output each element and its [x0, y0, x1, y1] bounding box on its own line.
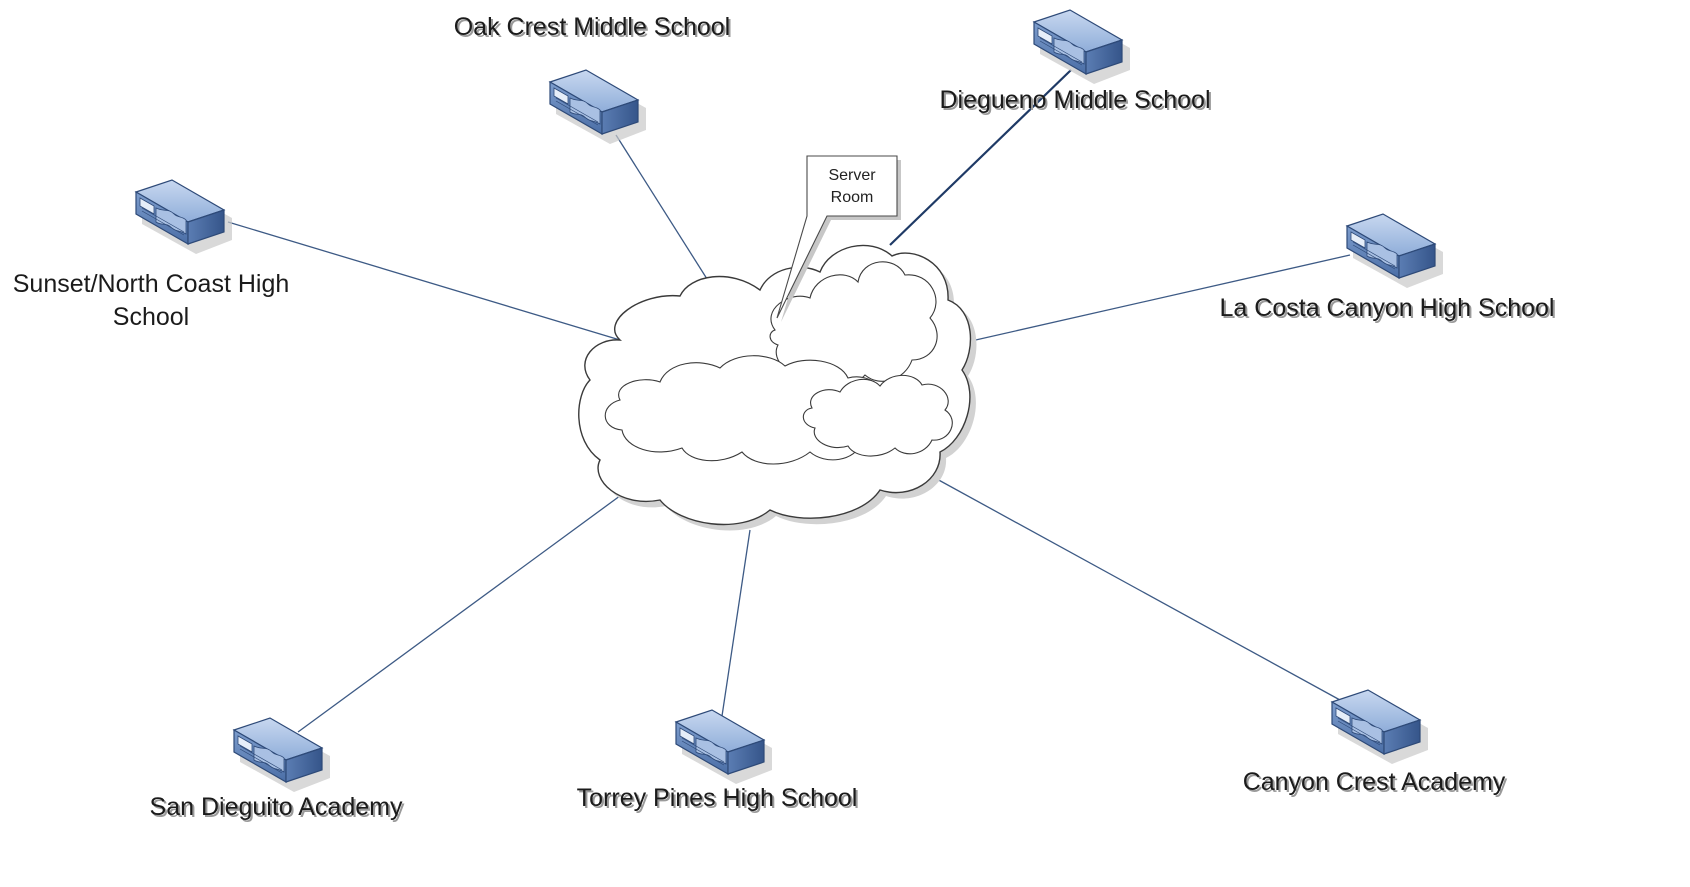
network-device-icon: [233, 717, 331, 793]
link-san-dieguito: [297, 489, 629, 733]
node-label: School: [113, 303, 189, 331]
network-device-icon: [549, 69, 647, 145]
node-label-shadow: Torrey Pines High School: [579, 786, 860, 814]
node-label: Oak Crest Middle School: [454, 13, 731, 41]
node-label: Torrey Pines High School: [577, 784, 858, 812]
cloud-icon: [578, 244, 977, 531]
link-la-costa: [957, 254, 1351, 345]
node-label-shadow: Canyon Crest Academy: [1245, 770, 1508, 798]
node-label: San Dieguito Academy: [150, 793, 403, 821]
node-oak-crest: Oak Crest Middle School Oak Crest Middle…: [454, 13, 733, 145]
link-sunset: [227, 221, 621, 341]
network-device-icon: [1033, 9, 1131, 85]
node-label: Canyon Crest Academy: [1243, 768, 1506, 796]
node-diegueno: Diegueno Middle School Diegueno Middle S…: [939, 9, 1213, 116]
link-torrey: [721, 529, 751, 717]
server-room-callout: Server Room: [776, 155, 901, 322]
node-label-shadow: La Costa Canyon High School: [1222, 296, 1557, 324]
node-label-shadow: San Dieguito Academy: [152, 795, 405, 823]
network-device-icon: [1331, 689, 1429, 765]
callout-line-2: Room: [831, 189, 874, 206]
node-label: Sunset/North Coast High: [13, 270, 290, 298]
network-links: [227, 69, 1351, 733]
node-label: La Costa Canyon High School: [1220, 294, 1555, 322]
link-canyon-crest: [934, 477, 1341, 701]
node-torrey-pines: Torrey Pines High School Torrey Pines Hi…: [577, 709, 860, 814]
link-diegueno: [889, 69, 1072, 246]
network-device-icon: [1346, 213, 1444, 289]
network-device-icon: [135, 179, 233, 255]
callout-line-1: Server: [828, 167, 876, 184]
node-la-costa: La Costa Canyon High School La Costa Can…: [1220, 213, 1557, 324]
node-label-shadow: Oak Crest Middle School: [456, 15, 733, 43]
node-san-dieguito: San Dieguito Academy San Dieguito Academ…: [150, 717, 405, 823]
node-label: Diegueno Middle School: [939, 86, 1210, 114]
network-device-icon: [675, 709, 773, 785]
node-sunset: Sunset/North Coast High School: [13, 179, 290, 331]
node-canyon-crest: Canyon Crest Academy Canyon Crest Academ…: [1243, 689, 1508, 798]
node-label-shadow: Diegueno Middle School: [941, 88, 1212, 116]
link-oak-crest: [615, 134, 715, 291]
